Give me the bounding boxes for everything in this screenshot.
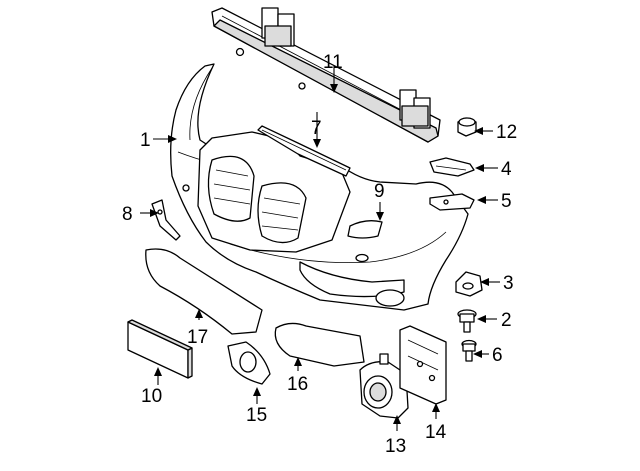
callout-2: 2 <box>501 310 512 331</box>
part-nut <box>457 117 477 137</box>
part-mount-bracket <box>399 325 447 405</box>
part-lower-grille <box>145 248 263 335</box>
callout-6: 6 <box>492 345 503 366</box>
part-trim-strip <box>257 125 351 177</box>
callout-13: 13 <box>385 436 406 457</box>
callout-5: 5 <box>501 191 512 212</box>
callout-10: 10 <box>141 386 162 407</box>
part-bolt-6 <box>461 339 477 362</box>
part-tow-cover <box>347 220 383 239</box>
callout-numbers: 1 2 3 4 5 6 7 8 9 10 11 12 13 14 15 16 1… <box>122 52 517 457</box>
callout-12: 12 <box>496 122 517 143</box>
part-bracket-4 <box>429 157 475 177</box>
part-bumper-cover <box>170 63 469 311</box>
part-license-bracket <box>127 319 193 379</box>
leader-lines <box>140 66 500 431</box>
part-reinforcement-bar <box>211 7 441 143</box>
callout-9: 9 <box>374 181 385 202</box>
callout-14: 14 <box>425 422 447 443</box>
callout-4: 4 <box>501 159 512 180</box>
part-fog-lamp <box>359 353 409 419</box>
callout-16: 16 <box>287 374 308 395</box>
callout-7: 7 <box>311 118 322 139</box>
callout-3: 3 <box>503 273 514 294</box>
callout-8: 8 <box>122 204 133 225</box>
callout-1: 1 <box>140 130 151 151</box>
part-clip-nut <box>455 271 483 297</box>
callout-11: 11 <box>323 52 343 73</box>
part-side-bracket <box>151 199 181 241</box>
part-bolt-2 <box>457 309 477 333</box>
part-fog-cover <box>227 341 271 385</box>
part-grille-insert <box>274 322 365 367</box>
callout-15: 15 <box>246 405 267 426</box>
part-bracket-5 <box>429 193 475 211</box>
callout-17: 17 <box>187 327 208 348</box>
